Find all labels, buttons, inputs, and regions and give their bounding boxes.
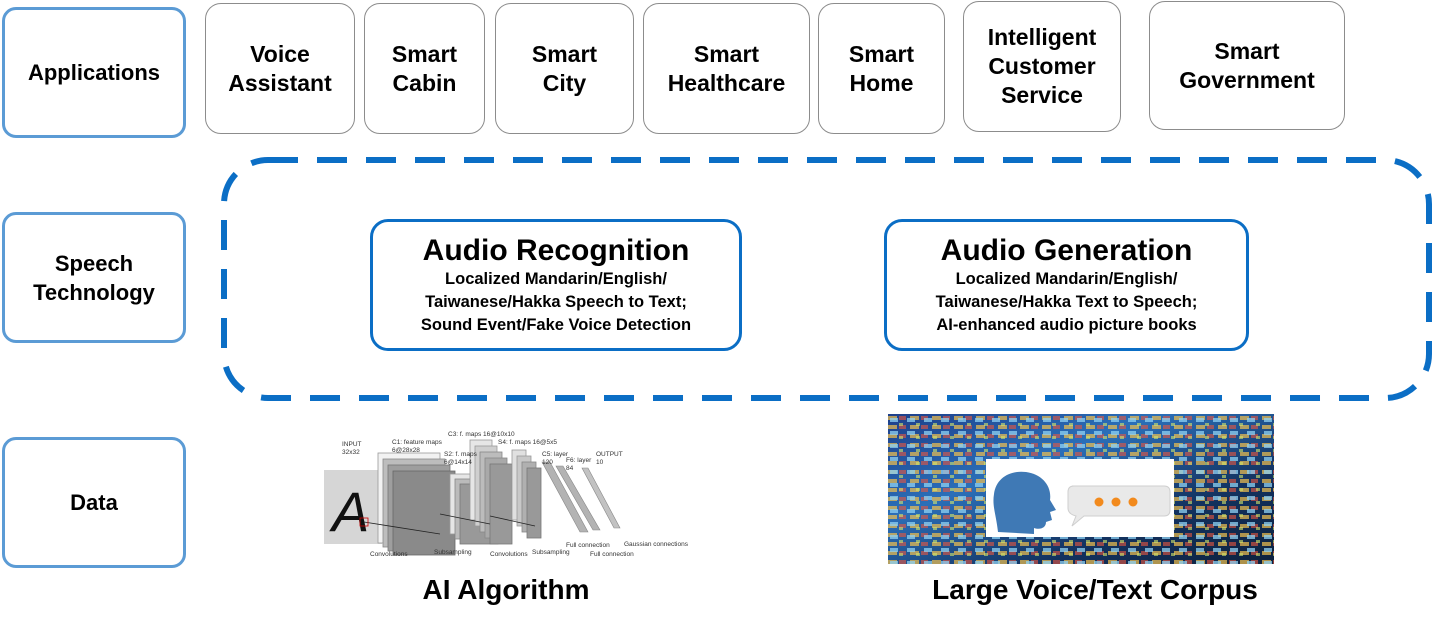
cnn-label-gaussian: Gaussian connections bbox=[624, 541, 689, 548]
layer-label-applications: Applications bbox=[2, 7, 186, 138]
cnn-c1-maps bbox=[377, 452, 456, 556]
app-smart-cabin: Smart Cabin bbox=[364, 3, 485, 134]
cnn-label-s4: S4: f. maps 16@5x5 bbox=[498, 439, 557, 446]
audio-generation-description: Localized Mandarin/English/ Taiwanese/Ha… bbox=[935, 269, 1198, 334]
app-smart-home: Smart Home bbox=[818, 3, 945, 134]
app-smart-healthcare: Smart Healthcare bbox=[643, 3, 810, 134]
cnn-f6-layer bbox=[555, 465, 601, 531]
large-corpus-caption: Large Voice/Text Corpus bbox=[932, 574, 1258, 605]
ai-algorithm-caption: AI Algorithm bbox=[422, 574, 590, 605]
app-smart-government: Smart Government bbox=[1149, 1, 1345, 130]
layer-label-data: Data bbox=[2, 437, 186, 568]
app-voice-assistant: Voice Assistant bbox=[205, 3, 355, 134]
cnn-input-image bbox=[324, 470, 382, 544]
cnn-label-convolutions-1: Convolutions bbox=[370, 551, 408, 558]
speaking-head-icon bbox=[993, 471, 1056, 534]
layer-label-speech-technology: Speech Technology bbox=[2, 212, 186, 343]
audio-recognition-description: Localized Mandarin/English/ Taiwanese/Ha… bbox=[420, 269, 692, 334]
cnn-label-full-connection-2: Full connection bbox=[590, 551, 634, 558]
cnn-c3-maps bbox=[469, 439, 513, 545]
audio-recognition-title: Audio Recognition bbox=[422, 233, 690, 267]
cnn-c5-layer bbox=[541, 461, 589, 533]
audio-recognition-box: Audio Recognition Localized Mandarin/Eng… bbox=[370, 219, 742, 351]
speech-bubble-icon bbox=[1067, 485, 1171, 527]
cnn-output-layer bbox=[581, 467, 621, 529]
cnn-s4-maps bbox=[511, 449, 542, 539]
cnn-label-convolutions-2: Convolutions bbox=[490, 551, 528, 558]
audio-generation-box: Audio Generation Localized Mandarin/Engl… bbox=[884, 219, 1249, 351]
app-intelligent-customer-service: Intelligent Customer Service bbox=[963, 1, 1121, 132]
cnn-input-glyph: A bbox=[329, 480, 369, 543]
cnn-label-subsampling-2: Subsampling bbox=[532, 549, 570, 556]
audio-generation-title: Audio Generation bbox=[940, 233, 1193, 267]
app-smart-city: Smart City bbox=[495, 3, 634, 134]
cnn-label-full-connection-1: Full connection bbox=[566, 542, 610, 549]
cnn-label-c3: C3: f. maps 16@10x10 bbox=[448, 431, 515, 438]
voice-text-corpus-image bbox=[888, 414, 1274, 564]
cnn-label-subsampling-1: Subsampling bbox=[434, 549, 472, 556]
